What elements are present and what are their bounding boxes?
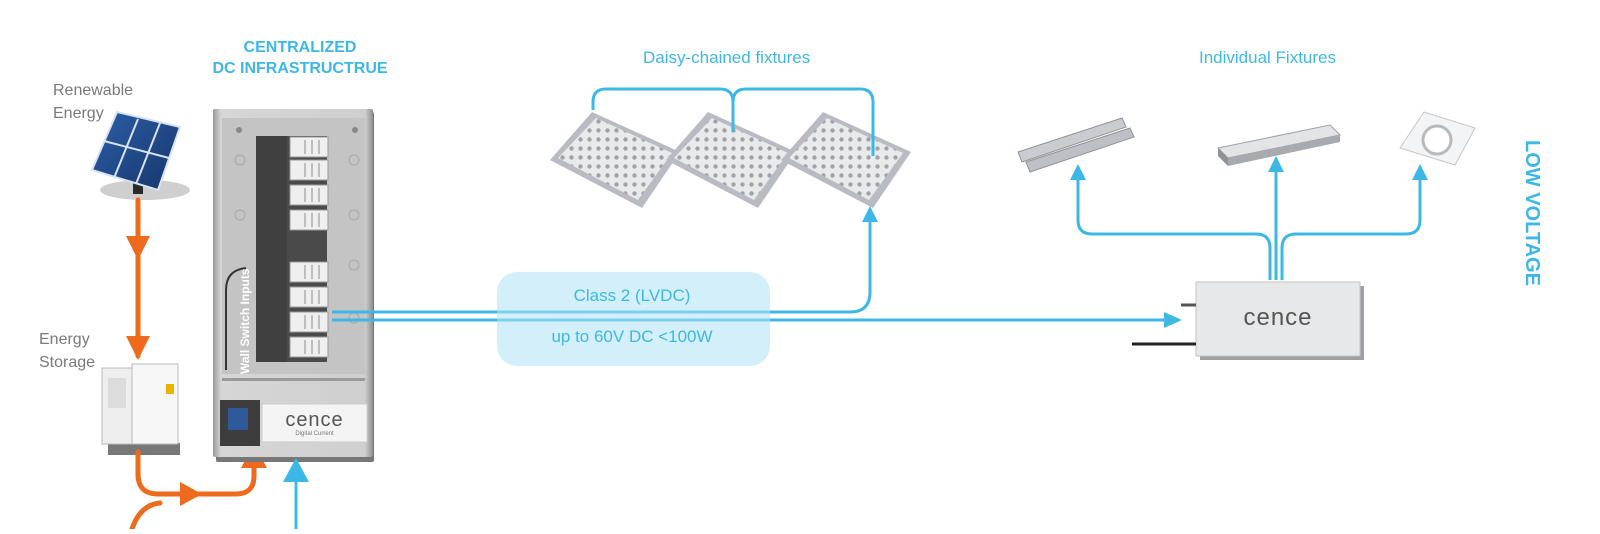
- panel-title-line2: DC INFRASTRUCTRUE: [212, 60, 388, 77]
- driver-cence-logo: cence: [1243, 304, 1313, 331]
- renewable-energy-label: Renewable Energy: [53, 79, 133, 125]
- panel-fixture: [1216, 124, 1342, 166]
- low-voltage-label: LOW VOLTAGE: [1521, 140, 1543, 286]
- daisy-chain-fixture-3: [781, 112, 911, 208]
- daisy-chain-fixture-2: [666, 112, 796, 208]
- linear-fixture: [1017, 117, 1135, 173]
- individual-fixtures-label: Individual Fixtures: [1199, 48, 1337, 67]
- downlight-fixture: [1399, 111, 1476, 166]
- dc-power-cabinet: [213, 109, 374, 462]
- renewable-label-line2: Energy: [53, 105, 104, 122]
- solar-panel-icon: [90, 110, 190, 200]
- storage-label-line2: Storage: [39, 354, 96, 371]
- cence-driver-box: [1132, 281, 1364, 360]
- panel-title-line1: CENTRALIZED: [243, 39, 357, 56]
- renewable-label-line1: Renewable: [53, 82, 134, 99]
- voltage-spec-label: up to 60V DC <100W: [551, 327, 713, 346]
- battery-storage-icon: [101, 363, 180, 455]
- panel-title: CENTRALIZED DC INFRASTRUCTRUE: [180, 37, 420, 79]
- daisy-chained-fixtures-label: Daisy-chained fixtures: [643, 48, 811, 67]
- daisy-chain-fixture-1: [550, 112, 680, 208]
- storage-label-line1: Energy: [39, 331, 90, 348]
- cabinet-cence-logo: cence: [285, 409, 344, 431]
- cabinet-logo-subtitle: Digital Current: [295, 431, 334, 437]
- energy-storage-label: Energy Storage: [39, 328, 95, 374]
- class2-lvdc-label: Class 2 (LVDC): [573, 286, 691, 305]
- class2-callout-box: [497, 272, 770, 366]
- wall-switch-inputs-label: Wall Switch Inputs: [238, 268, 252, 374]
- blue-arrowheads: [283, 156, 1428, 482]
